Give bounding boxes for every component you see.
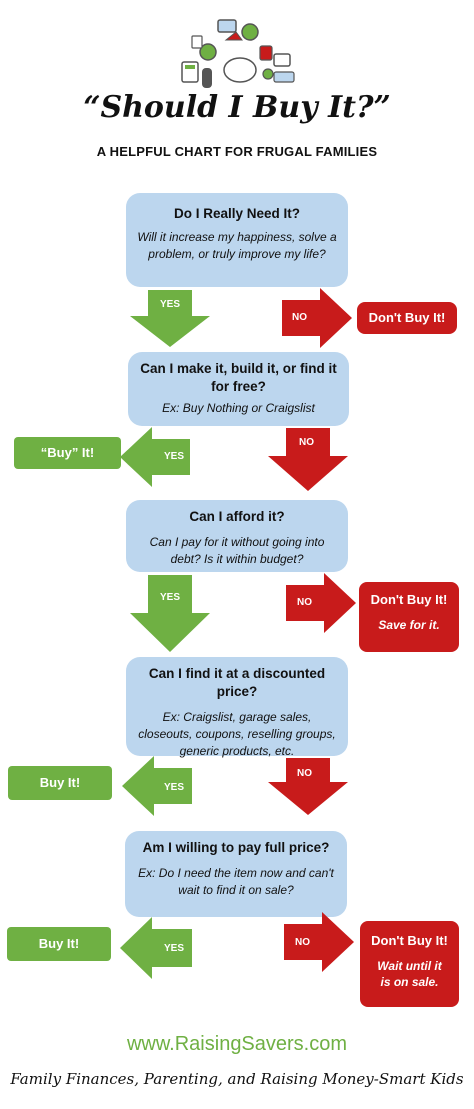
no-label: NO [297, 768, 312, 779]
no-label: NO [295, 937, 310, 948]
yes-label: YES [160, 592, 181, 603]
money-illustration-icon [181, 19, 295, 88]
question-box-full-price: Am I willing to pay full price? Ex: Do I… [125, 831, 347, 917]
no-label: NO [299, 437, 314, 448]
outcome-buy-free: “Buy” It! [14, 437, 121, 469]
question-detail: Can I pay for it without going into debt… [149, 535, 325, 566]
yes-arrow-down [130, 575, 210, 652]
question-text: Can I afford it? [189, 509, 285, 524]
question-detail: Ex: Do I need the item now and can't wai… [138, 866, 334, 897]
question-box-discount: Can I find it at a discounted price? Ex:… [126, 657, 348, 758]
no-arrow-right [282, 288, 352, 348]
outcome-title: Don't Buy It! [371, 933, 448, 948]
page-subtitle: A HELPFUL CHART FOR FRUGAL FAMILIES [96, 144, 378, 159]
no-label: NO [297, 597, 312, 608]
outcome-dont-buy-wait: Don't Buy It! Wait until it is on sale. [360, 921, 459, 1007]
question-text: Can I make it, build it, or find it for … [140, 361, 337, 394]
page-title: “Should I Buy It?” [83, 90, 391, 125]
outcome-buy-full-price: Buy It! [7, 927, 111, 961]
no-arrow-right [286, 573, 356, 633]
question-detail: Ex: Buy Nothing or Craigslist [162, 401, 315, 415]
no-arrow-down [268, 758, 348, 815]
no-arrow-down [268, 428, 348, 491]
question-box-make-it: Can I make it, build it, or find it for … [128, 352, 349, 426]
question-text: Am I willing to pay full price? [142, 840, 330, 855]
yes-label: YES [164, 451, 185, 462]
outcome-dont-buy: Don't Buy It! [357, 302, 457, 334]
question-text: Can I find it at a discounted price? [148, 666, 326, 699]
tagline: Family Finances, Parenting, and Raising … [10, 1070, 464, 1088]
question-detail: Ex: Craigslist, garage sales, closeouts,… [138, 710, 336, 758]
outcome-title: Don't Buy It! [370, 592, 448, 607]
yes-arrow-left [122, 756, 192, 816]
outcome-buy-discount: Buy It! [8, 766, 112, 800]
no-label: NO [292, 312, 307, 323]
no-arrow-right [284, 912, 354, 972]
website-link[interactable]: www.RaisingSavers.com [126, 1033, 348, 1055]
yes-label: YES [160, 299, 181, 310]
yes-arrow-down [130, 290, 210, 347]
outcome-dont-buy-save: Don't Buy It! Save for it. [359, 582, 459, 652]
question-text: Do I Really Need It? [173, 206, 301, 221]
outcome-note: Wait until it is on sale. [377, 959, 442, 989]
yes-arrow-left [120, 917, 192, 979]
yes-arrow-left [120, 427, 190, 487]
yes-label: YES [164, 782, 185, 793]
outcome-note: Save for it. [378, 618, 440, 632]
question-detail: Will it increase my happiness, solve a p… [137, 230, 337, 261]
question-box-need-it: Do I Really Need It? Will it increase my… [126, 193, 348, 287]
question-box-afford-it: Can I afford it? Can I pay for it withou… [126, 500, 348, 572]
yes-label: YES [164, 943, 185, 954]
